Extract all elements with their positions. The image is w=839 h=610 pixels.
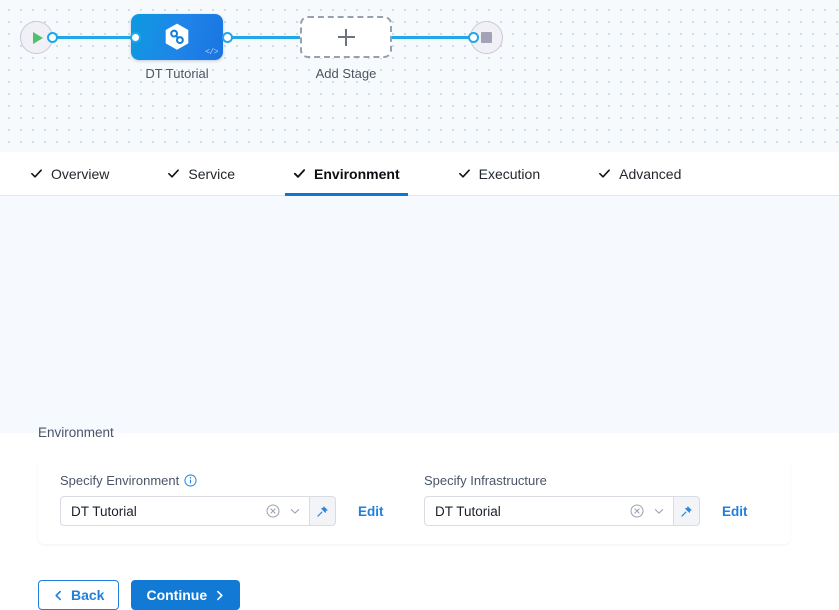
chevron-left-icon <box>55 590 61 600</box>
specify-infrastructure-label-row: Specify Infrastructure <box>424 472 748 488</box>
environment-panel: Environment Specify Environment DT Tutor… <box>0 196 839 610</box>
end-node-input-port[interactable] <box>468 32 479 43</box>
add-stage-label: Add Stage <box>315 66 377 81</box>
infrastructure-select[interactable]: DT Tutorial <box>424 496 674 526</box>
stage-node-label: DT Tutorial <box>145 66 209 81</box>
info-icon[interactable] <box>184 473 197 487</box>
tab-overview[interactable]: Overview <box>22 152 117 195</box>
stage-node-input-port[interactable] <box>130 32 141 43</box>
tab-service[interactable]: Service <box>159 152 243 195</box>
environment-card: Specify Environment DT Tutorial <box>38 458 790 544</box>
specify-infrastructure-group: Specify Infrastructure DT Tutorial <box>424 472 748 526</box>
chevron-right-icon <box>217 590 223 600</box>
step-tabbar: Overview Service Environment Execution A… <box>0 152 839 196</box>
pin-icon <box>317 505 328 517</box>
infrastructure-pin-button[interactable] <box>674 496 700 526</box>
start-node-output-port[interactable] <box>47 32 58 43</box>
infrastructure-select-value: DT Tutorial <box>435 503 501 519</box>
specify-environment-group: Specify Environment DT Tutorial <box>60 472 384 526</box>
pipeline-edge-start-to-stage <box>44 36 138 39</box>
hexagon-link-icon <box>165 23 189 50</box>
pipeline-edge-addstage-to-end <box>388 36 474 39</box>
check-icon <box>293 169 306 178</box>
back-button-label: Back <box>71 587 105 603</box>
plus-icon-vertical <box>345 28 347 46</box>
specify-environment-label: Specify Environment <box>60 472 180 488</box>
pipeline-canvas[interactable]: </> DT Tutorial Add Stage <box>0 0 839 152</box>
chevron-down-icon[interactable] <box>289 505 301 517</box>
tab-service-label: Service <box>188 165 236 182</box>
specify-environment-row: DT Tutorial Edit <box>60 496 384 526</box>
tab-execution-label: Execution <box>478 165 541 182</box>
stage-node-output-port[interactable] <box>222 32 233 43</box>
environment-edit-link[interactable]: Edit <box>358 503 384 519</box>
tab-environment[interactable]: Environment <box>285 152 408 196</box>
tab-overview-label: Overview <box>51 165 110 182</box>
stop-icon <box>481 32 492 43</box>
environment-pin-button[interactable] <box>310 496 336 526</box>
check-icon <box>31 169 42 178</box>
pipeline-edge-stage-to-addstage <box>226 36 304 39</box>
continue-button-label: Continue <box>146 587 208 603</box>
pin-icon <box>681 505 692 517</box>
clear-circle-icon[interactable] <box>266 504 280 518</box>
code-badge: </> <box>205 48 218 57</box>
wizard-footer: Back Continue <box>38 580 241 610</box>
end-node[interactable] <box>470 21 503 54</box>
add-stage-button[interactable] <box>300 16 392 58</box>
tab-advanced[interactable]: Advanced <box>590 152 689 195</box>
specify-infrastructure-label: Specify Infrastructure <box>424 472 547 488</box>
clear-circle-icon[interactable] <box>630 504 644 518</box>
environment-select-value: DT Tutorial <box>71 503 137 519</box>
stage-node-dt-tutorial[interactable]: </> <box>131 14 223 60</box>
check-icon <box>168 169 180 178</box>
specify-infrastructure-row: DT Tutorial Edit <box>424 496 748 526</box>
tab-execution[interactable]: Execution <box>450 152 548 195</box>
tab-environment-label: Environment <box>314 165 400 182</box>
back-button[interactable]: Back <box>38 580 120 610</box>
check-icon <box>599 169 611 178</box>
environment-select[interactable]: DT Tutorial <box>60 496 310 526</box>
infrastructure-edit-link[interactable]: Edit <box>722 503 748 519</box>
chevron-down-icon[interactable] <box>653 505 665 517</box>
specify-environment-label-row: Specify Environment <box>60 472 384 488</box>
continue-button[interactable]: Continue <box>131 580 241 610</box>
tab-advanced-label: Advanced <box>619 165 682 182</box>
play-icon <box>33 31 43 44</box>
check-icon <box>458 169 470 178</box>
